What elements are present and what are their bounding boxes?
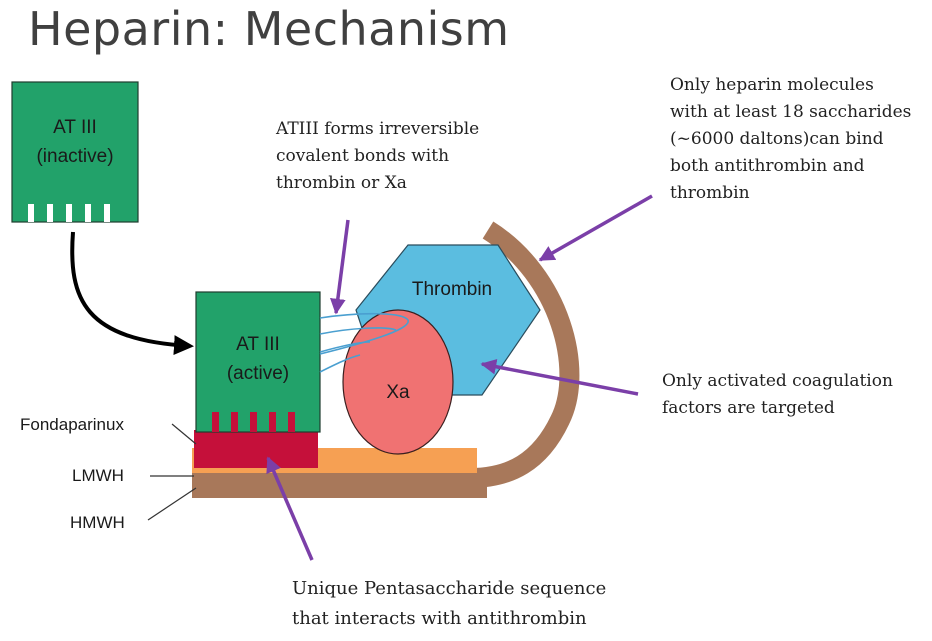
activated-arrow: [480, 358, 639, 396]
at3-active-line1: AT III: [236, 334, 280, 355]
size-line-5: thrombin: [670, 183, 750, 203]
activated-line-1: Only activated coagulation: [662, 371, 893, 391]
activated-annotation: Only activated coagulation factors are t…: [662, 368, 893, 422]
thrombin-label: Thrombin: [412, 279, 492, 300]
pentasaccharide-arrow: [266, 456, 314, 561]
hmwh-leader: [147, 487, 197, 521]
at3-active-box: AT III (active): [195, 291, 321, 433]
size-line-4: both antithrombin and: [670, 156, 865, 176]
at3-inactive-line1: AT III: [53, 117, 97, 138]
covalent-arrow: [330, 219, 350, 315]
at3-inactive-box: AT III (inactive): [11, 81, 139, 223]
covalent-bond-lines: [319, 312, 409, 373]
pentasaccharide-line-1: Unique Pentasaccharide sequence: [292, 578, 607, 599]
activated-line-2: factors are targeted: [662, 398, 835, 418]
covalent-line-3: thrombin or Xa: [276, 173, 407, 193]
covalent-line-1: ATIII forms irreversible: [276, 119, 480, 139]
pentasaccharide-line-2: that interacts with antithrombin: [292, 608, 587, 629]
size-line-3: (~6000 daltons)can bind: [670, 129, 884, 149]
fondaparinux-leader: [171, 423, 197, 445]
size-arrow: [538, 194, 653, 262]
activation-arrow: [70, 231, 194, 356]
size-line-1: Only heparin molecules: [670, 75, 874, 95]
covalent-annotation: ATIII forms irreversible covalent bonds …: [276, 116, 479, 197]
pentasaccharide-block: [194, 430, 318, 468]
xa-label: Xa: [386, 382, 410, 403]
at3-inactive-line2: (inactive): [36, 146, 113, 167]
size-annotation: Only heparin molecules with at least 18 …: [670, 72, 911, 207]
lmwh-label: LMWH: [72, 466, 124, 485]
at3-active-line2: (active): [227, 363, 289, 384]
hmwh-chain-curve: [469, 221, 580, 488]
xa-shape: Xa: [342, 309, 454, 455]
size-line-2: with at least 18 saccharides: [670, 102, 912, 122]
pentasaccharide-annotation: Unique Pentasaccharide sequence that int…: [292, 574, 606, 634]
fondaparinux-label: Fondaparinux: [20, 415, 124, 434]
covalent-line-2: covalent bonds with: [276, 146, 450, 166]
slide-title: Heparin: Mechanism: [28, 2, 510, 56]
hmwh-label: HMWH: [70, 513, 125, 532]
hmwh-chain-base: [192, 470, 487, 498]
